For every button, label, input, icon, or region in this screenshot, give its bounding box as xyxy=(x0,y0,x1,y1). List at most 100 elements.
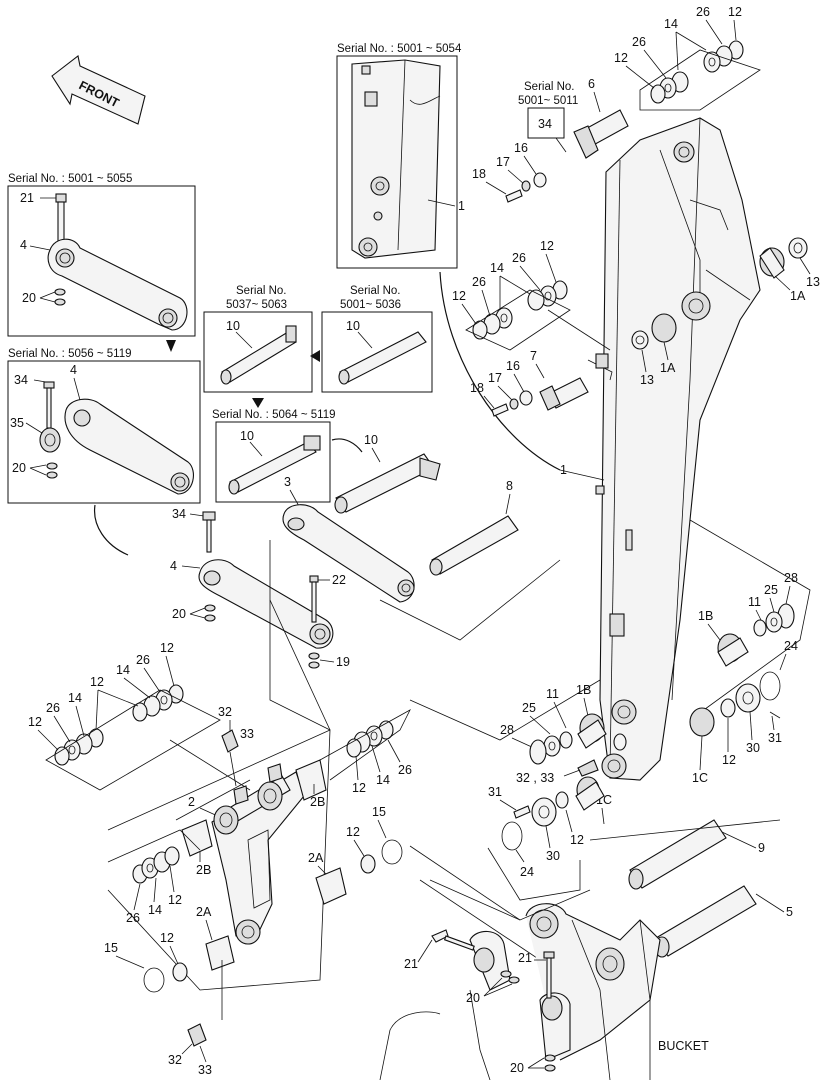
part-1-label-main: 1 xyxy=(560,463,567,477)
part-19-label: 19 xyxy=(336,655,350,669)
part-25-label-b: 25 xyxy=(522,701,536,715)
part-12-label-c: 12 xyxy=(540,239,554,253)
part-26-label-e: 26 xyxy=(136,653,150,667)
part-7-label: 7 xyxy=(530,349,537,363)
arrow-left-pin xyxy=(310,350,320,362)
seal-15-group: 15 12 15 12 xyxy=(104,805,521,993)
part-12-label-m: 12 xyxy=(160,931,174,945)
part-18-label-b: 18 xyxy=(470,381,484,395)
serial-5001-5055-label: Serial No. : 5001 ~ 5055 xyxy=(8,173,132,185)
part-12-label-a: 12 xyxy=(728,5,742,19)
part-21-label-b: 21 xyxy=(404,957,418,971)
part-1a-label-a: 1A xyxy=(790,289,806,303)
detail-box-serial-5001-5054: Serial No. : 5001 ~ 5054 1 xyxy=(336,43,465,269)
part-20-label-b: 20 xyxy=(12,461,26,475)
part-15-label-b: 15 xyxy=(104,941,118,955)
part-21-label-c: 21 xyxy=(518,951,532,965)
link-2-frame: 2 2B 2B 2A 2A 32 33 32 33 xyxy=(107,599,347,1077)
part-6-label: 6 xyxy=(588,77,595,91)
bushing-1b-group-left: 1B 11 25 28 32 , 33 1C 12 30 31 24 xyxy=(487,683,627,901)
part-31-label-b: 31 xyxy=(488,785,502,799)
part-13-label-a: 13 xyxy=(806,275,820,289)
detail-box-serial-5064-5119: Serial No. : 5064 ~ 5119 10 xyxy=(212,409,336,503)
part-26-label-b: 26 xyxy=(632,35,646,49)
link-4-main: 34 4 20 22 19 xyxy=(170,507,350,669)
part-10-label-a: 10 xyxy=(226,319,240,333)
part-17-label-b: 17 xyxy=(488,371,502,385)
part-2a-label-b: 2A xyxy=(196,905,212,919)
part-15-label-a: 15 xyxy=(372,805,386,819)
arrow-down-left xyxy=(166,340,176,352)
part-24-label-a: 24 xyxy=(784,639,798,653)
serial-5037-line2: 5037~ 5063 xyxy=(226,299,287,311)
part-22-label: 22 xyxy=(332,573,346,587)
part-20-label-a: 20 xyxy=(22,291,36,305)
part-20-label-d: 20 xyxy=(466,991,480,1005)
washer-group-top: 14 26 12 26 12 xyxy=(614,5,761,111)
part-24-label-b: 24 xyxy=(520,865,534,879)
serial-5001-5036-line1: Serial No. xyxy=(350,285,401,297)
part-25-label-a: 25 xyxy=(764,583,778,597)
part-12-label-h: 12 xyxy=(90,675,104,689)
part-12-label-i: 12 xyxy=(28,715,42,729)
part-11-label-b: 11 xyxy=(546,687,559,701)
washer-group-left-lower: 26 14 12 xyxy=(107,829,201,925)
part-12-label-f: 12 xyxy=(570,833,584,847)
part-14-label-f: 14 xyxy=(148,903,162,917)
part-20-label-c: 20 xyxy=(172,607,186,621)
part-12-label-b: 12 xyxy=(614,51,628,65)
part-32-33-label: 32 , 33 xyxy=(516,771,554,785)
part-12-label-l: 12 xyxy=(346,825,360,839)
part-12-label-d: 12 xyxy=(452,289,466,303)
part-9-label: 9 xyxy=(758,841,765,855)
leader-lines xyxy=(269,540,601,921)
part-10-label-c: 10 xyxy=(240,429,254,443)
part-26-label-f: 26 xyxy=(46,701,60,715)
bushing-1b-group-right: 28 25 11 1B 24 31 30 12 1C xyxy=(689,519,811,785)
front-arrow: FRONT xyxy=(51,55,146,125)
part-32-label-a: 32 xyxy=(218,705,232,719)
part-31-label-a: 31 xyxy=(768,731,782,745)
part-10-label-b: 10 xyxy=(346,319,360,333)
part-30-label-b: 30 xyxy=(546,849,560,863)
serial-5064-5119-label: Serial No. : 5064 ~ 5119 xyxy=(212,409,336,421)
part-20-label-e: 20 xyxy=(510,1061,524,1075)
detail-box-serial-5037-5063: Serial No. 5037~ 5063 10 xyxy=(203,285,313,393)
detail-box-serial-5001-5011: Serial No. 5001~ 5011 34 6 16 17 18 xyxy=(472,77,629,203)
part-26-label-h: 26 xyxy=(126,911,140,925)
part-34-label-b: 34 xyxy=(172,507,186,521)
pin-7-group: 7 16 17 18 xyxy=(470,349,613,417)
link-3: 3 xyxy=(282,475,415,603)
part-28-label-a: 28 xyxy=(784,571,798,585)
arrow-down-pin xyxy=(252,398,264,408)
part-8-label: 8 xyxy=(506,479,513,493)
serial-5001-5011-line2: 5001~ 5011 xyxy=(518,95,578,107)
detail-box-serial-5001-5036: Serial No. 5001~ 5036 10 xyxy=(321,285,433,393)
pin-9: 9 xyxy=(628,819,765,890)
part-34-label-c: 34 xyxy=(538,117,552,131)
serial-5001-5011-line1: Serial No. xyxy=(524,81,575,93)
part-12-label-e: 12 xyxy=(722,753,736,767)
part-2b-label-a: 2B xyxy=(310,795,325,809)
part-32-label-b: 32 xyxy=(168,1053,182,1067)
part-4-label-a: 4 xyxy=(20,238,27,252)
part-14-label-a: 14 xyxy=(664,17,678,31)
part-12-label-k: 12 xyxy=(168,893,182,907)
bucket-label: BUCKET xyxy=(658,1039,709,1053)
part-10-label-d: 10 xyxy=(364,433,378,447)
part-30-label-a: 30 xyxy=(746,741,760,755)
part-26-label-a: 26 xyxy=(696,5,710,19)
detail-box-serial-5056-5119: Serial No. : 5056 ~ 5119 34 4 35 20 xyxy=(7,348,201,504)
part-16-label-b: 16 xyxy=(506,359,520,373)
arm-assembly: 1 xyxy=(559,117,761,781)
serial-5001-5054-label: Serial No. : 5001 ~ 5054 xyxy=(337,43,462,55)
part-14-label-c: 14 xyxy=(116,663,130,677)
part-1a-label-b: 1A xyxy=(660,361,676,375)
part-34-label-a: 34 xyxy=(14,373,28,387)
part-13-label-b: 13 xyxy=(640,373,654,387)
part-26-label-g: 26 xyxy=(398,763,412,777)
part-14-label-b: 14 xyxy=(490,261,504,275)
part-26-label-d: 26 xyxy=(472,275,486,289)
part-2b-label-b: 2B xyxy=(196,863,211,877)
